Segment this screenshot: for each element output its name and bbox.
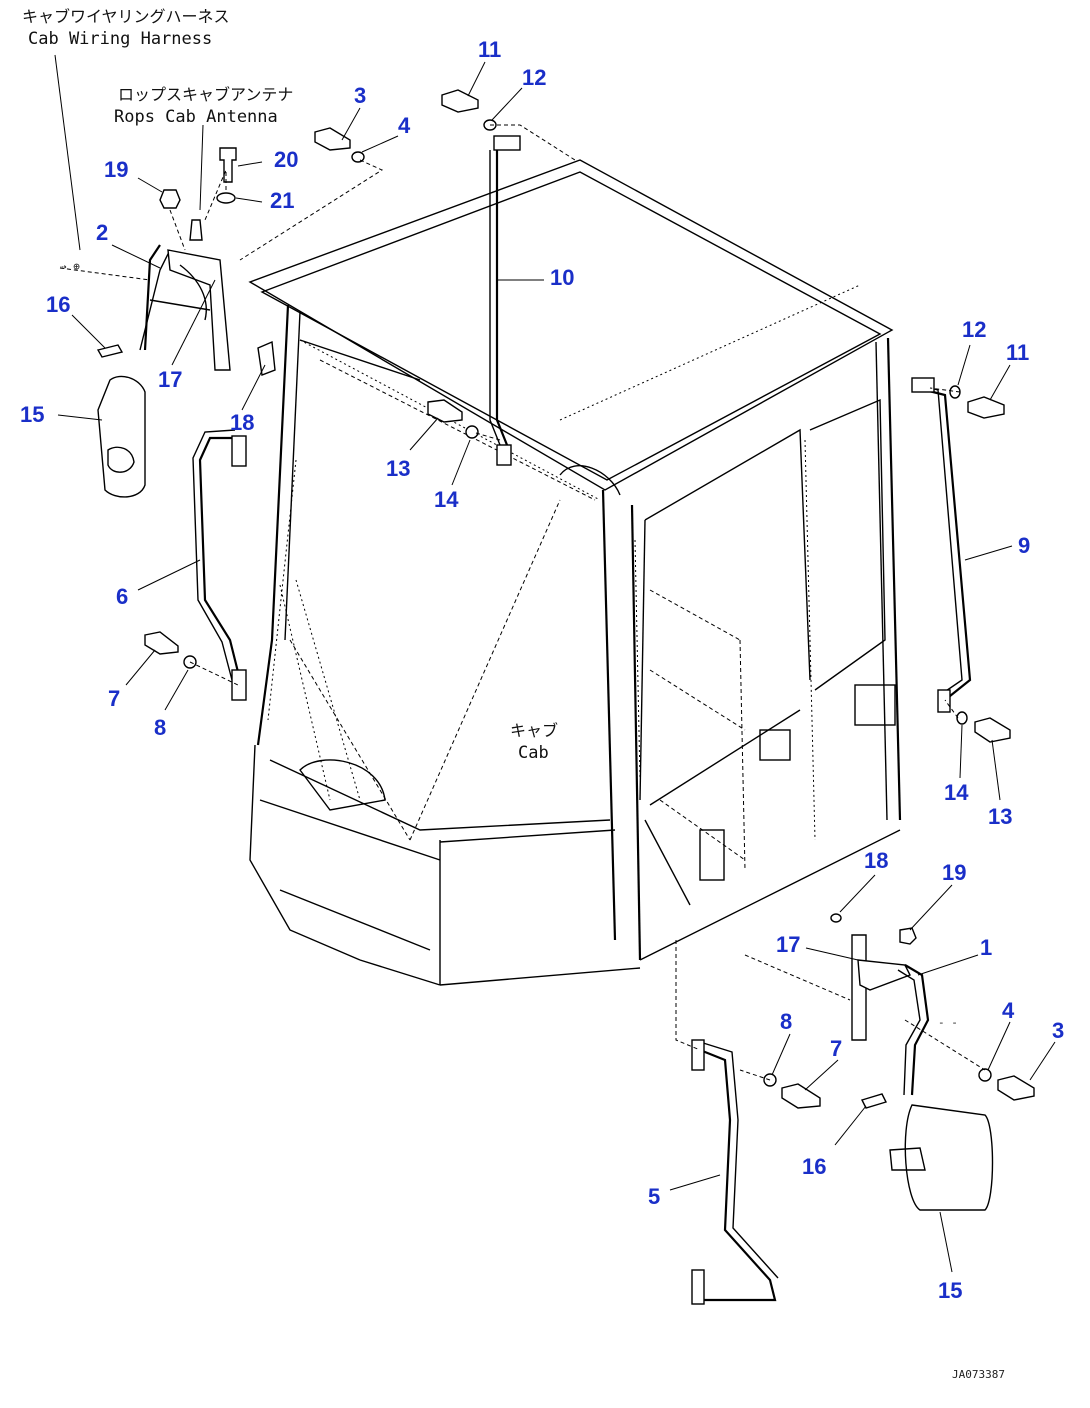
callout-14[interactable]: 14 xyxy=(434,487,459,512)
callout-7[interactable]: 7 xyxy=(108,686,120,711)
callout-12[interactable]: 12 xyxy=(522,65,546,90)
callout-5[interactable]: 5 xyxy=(648,1184,660,1209)
plug-16-top xyxy=(96,344,124,358)
mirror-bracket-2[interactable] xyxy=(139,244,231,371)
cab-body: キャブ Cab xyxy=(248,159,902,986)
bolt-7-left xyxy=(144,631,179,655)
callout-11[interactable]: 11 xyxy=(478,37,501,62)
handrail-9[interactable] xyxy=(911,377,972,713)
callout-14-right[interactable]: 14 xyxy=(944,780,969,805)
bolt-11-right xyxy=(967,396,1005,419)
callout-17-bottom[interactable]: 17 xyxy=(776,932,800,957)
harness-label-en: Cab Wiring Harness xyxy=(28,29,212,49)
callout-21[interactable]: 21 xyxy=(270,188,294,213)
leader-lines xyxy=(54,54,1056,1273)
cab-label-jp: キャブ xyxy=(510,721,558,740)
washer-14-right xyxy=(956,711,968,725)
callout-16-bottom[interactable]: 16 xyxy=(802,1154,826,1179)
callout-18-bottom[interactable]: 18 xyxy=(864,848,888,873)
cab-label-en: Cab xyxy=(518,743,549,763)
callout-3[interactable]: 3 xyxy=(354,83,366,108)
callout-2[interactable]: 2 xyxy=(96,220,108,245)
callout-16[interactable]: 16 xyxy=(46,292,70,317)
callout-19[interactable]: 19 xyxy=(104,157,128,182)
callout-4-bottom[interactable]: 4 xyxy=(1002,998,1015,1023)
pin-18-top xyxy=(257,340,276,376)
washer-4-top xyxy=(351,151,365,163)
assembly-lines: ⇢ ⊕ - - xyxy=(59,124,986,1081)
pin-18-bottom xyxy=(830,913,842,923)
mirror-bracket-1[interactable] xyxy=(851,934,930,1096)
bolt-3-bottom xyxy=(997,1075,1035,1101)
part-callouts: 11 12 3 4 20 19 21 2 10 16 17 15 18 12 1… xyxy=(20,37,1064,1303)
handrail-6[interactable] xyxy=(192,429,247,701)
bolt-3-top xyxy=(314,127,351,151)
callout-18[interactable]: 18 xyxy=(230,410,254,435)
callout-6[interactable]: 6 xyxy=(116,584,128,609)
callout-19-bottom[interactable]: 19 xyxy=(942,860,966,885)
fasteners xyxy=(96,89,1035,1109)
handrail-5[interactable] xyxy=(691,1039,779,1305)
annotation-labels: キャブワイヤリングハーネス Cab Wiring Harness ロップスキャブ… xyxy=(22,7,1005,1381)
harness-label-jp: キャブワイヤリングハーネス xyxy=(22,7,230,26)
washer-14-mid xyxy=(465,425,479,439)
callout-17[interactable]: 17 xyxy=(158,367,182,392)
nut-19-top xyxy=(159,189,181,209)
washer-4-bottom xyxy=(978,1068,992,1082)
handrail-10[interactable] xyxy=(489,135,521,466)
callout-8[interactable]: 8 xyxy=(154,715,166,740)
mirror-15-right[interactable] xyxy=(889,1104,994,1211)
callout-4[interactable]: 4 xyxy=(398,113,411,138)
harness-connector: ⇢ ⊕ xyxy=(60,260,80,273)
antenna-stub xyxy=(189,219,203,241)
plug-16-bottom xyxy=(861,1093,887,1109)
bolt-11-top xyxy=(441,89,479,113)
mirror-15-left[interactable] xyxy=(97,375,146,498)
callout-13-right[interactable]: 13 xyxy=(988,804,1012,829)
bolt-13-right xyxy=(974,717,1011,743)
callout-12-right[interactable]: 12 xyxy=(962,317,986,342)
antenna-label-en: Rops Cab Antenna xyxy=(114,107,278,127)
antenna-label-jp: ロップスキャブアンテナ xyxy=(118,85,293,104)
callout-8-bottom[interactable]: 8 xyxy=(780,1009,792,1034)
drawing-reference: JA073387 xyxy=(952,1368,1005,1381)
callout-20[interactable]: 20 xyxy=(274,147,298,172)
callout-3-bottom[interactable]: 3 xyxy=(1052,1018,1064,1043)
bolt-7-bottom xyxy=(781,1083,821,1109)
callout-15[interactable]: 15 xyxy=(20,402,44,427)
callout-7-bottom[interactable]: 7 xyxy=(830,1036,842,1061)
bracket-mark: - - xyxy=(938,1016,958,1029)
bolt-20 xyxy=(219,147,237,183)
callout-9[interactable]: 9 xyxy=(1018,533,1030,558)
callout-13[interactable]: 13 xyxy=(386,456,410,481)
callout-15-bottom[interactable]: 15 xyxy=(938,1278,962,1303)
callout-10[interactable]: 10 xyxy=(550,265,574,290)
bolt-13-mid xyxy=(427,399,463,423)
callout-1[interactable]: 1 xyxy=(980,935,992,960)
washer-21 xyxy=(216,192,236,204)
nut-19-bottom xyxy=(899,927,917,945)
callout-11-right[interactable]: 11 xyxy=(1006,340,1029,365)
